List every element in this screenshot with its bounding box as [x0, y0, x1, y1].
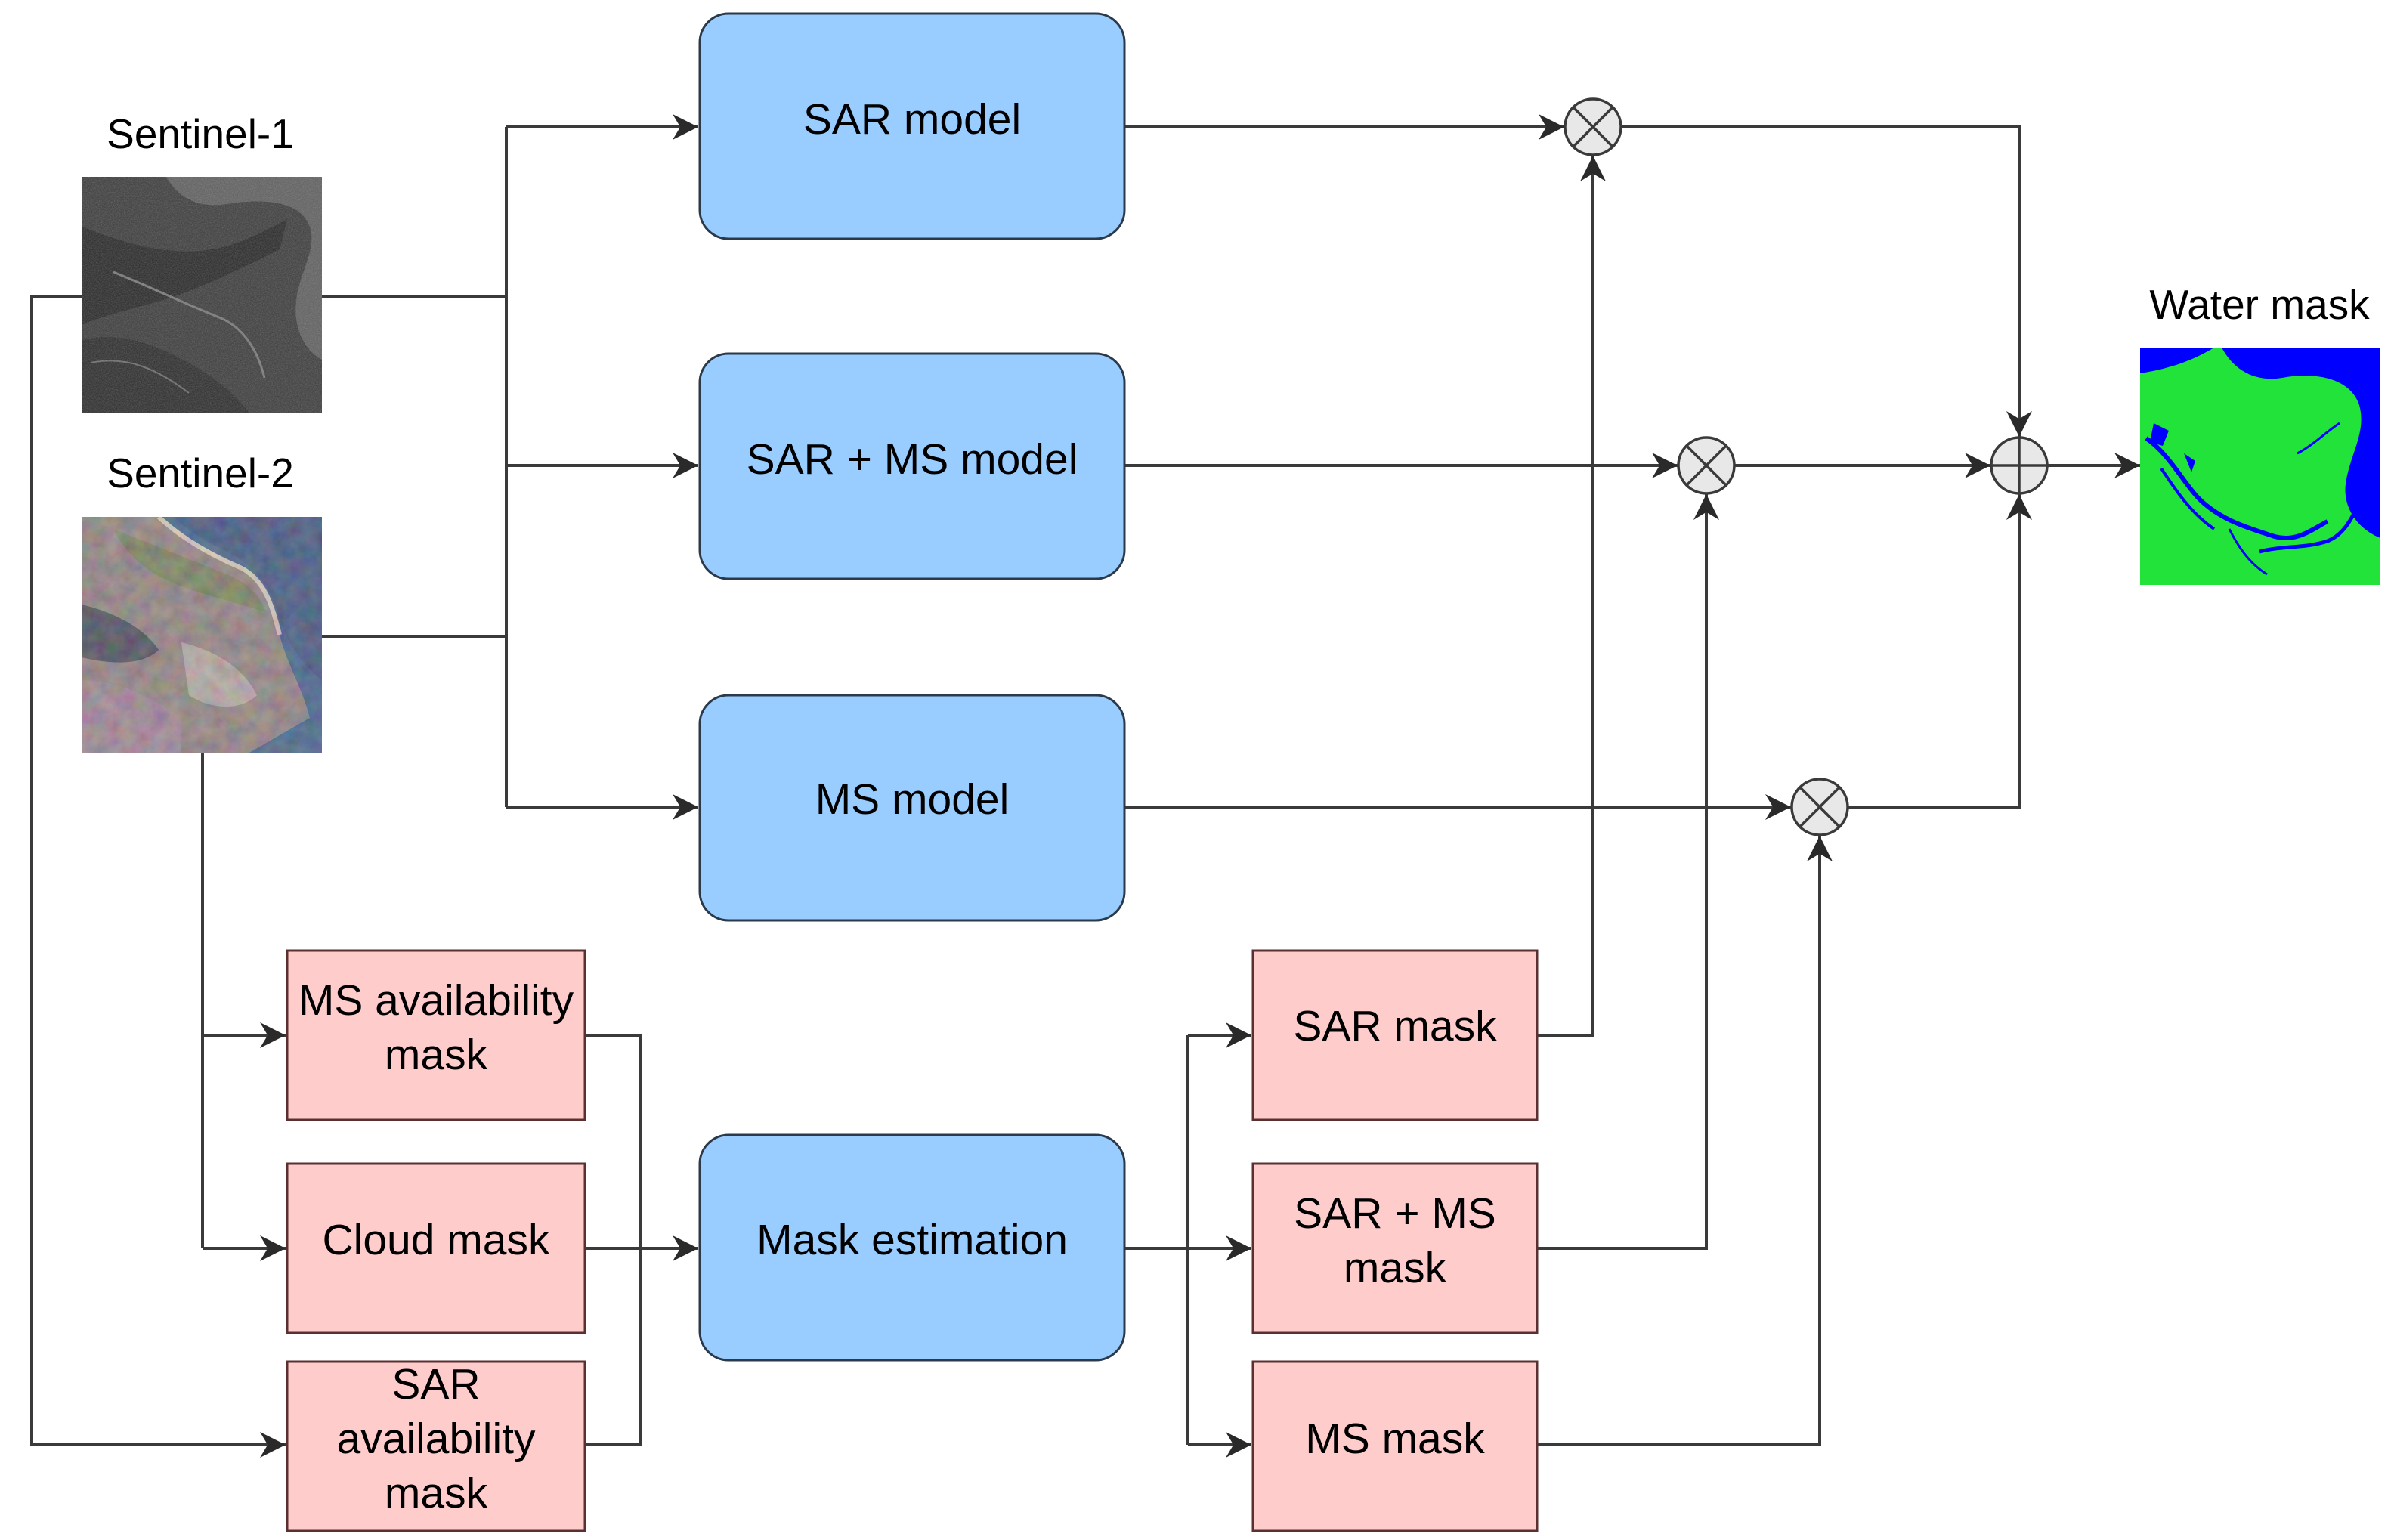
sentinel-2-group: Sentinel-2 — [82, 450, 322, 753]
sar-ms-model-block: SAR + MS model — [698, 352, 1126, 580]
sar-ms-mask-box — [1251, 1162, 1539, 1334]
cloud-mask-block: Cloud mask — [286, 1162, 586, 1334]
connector-mult1-to-sum — [1622, 125, 2032, 437]
sar-availability-mask-label-line-2: availability — [337, 1415, 536, 1463]
sar-availability-mask-label-line-1: SAR — [391, 1360, 480, 1409]
sar-availability-mask-label-line-3: mask — [385, 1469, 488, 1517]
connector-ms-availability-out — [585, 1034, 642, 1446]
water-mask-image — [2140, 348, 2380, 585]
water-mask-group: Water mask — [2140, 281, 2380, 585]
cloud-mask-label: Cloud mask — [323, 1216, 550, 1264]
connector-s1-to-sar-availability — [30, 295, 286, 1458]
multiply-operator-sar — [1564, 97, 1622, 156]
mask-estimation-block: Mask estimation — [698, 1133, 1126, 1362]
sentinel-1-image — [82, 177, 322, 413]
ms-mask-box — [1251, 1360, 1539, 1532]
ms-model-block: MS model — [698, 694, 1126, 922]
sar-ms-mask-label-line-2: mask — [1344, 1244, 1447, 1292]
ms-mask-block: MS mask — [1251, 1360, 1539, 1532]
add-operator — [1990, 436, 2049, 495]
sar-mask-box — [1251, 949, 1539, 1121]
sar-availability-mask-box — [286, 1360, 586, 1532]
sar-ms-model-box — [698, 352, 1126, 580]
sar-model-label: SAR model — [803, 95, 1021, 144]
ms-model-label: MS model — [815, 775, 1010, 824]
connectors — [30, 114, 2140, 1458]
cloud-mask-box — [286, 1162, 586, 1334]
sar-ms-mask-block: SAR + MS mask — [1251, 1162, 1539, 1334]
connector-sar-ms-mask-to-mult — [1537, 494, 1719, 1250]
sar-availability-mask-block: SAR availability mask — [286, 1360, 586, 1532]
connector-ms-mask-to-mult — [1537, 836, 1833, 1446]
sar-model-block: SAR model — [698, 12, 1126, 240]
sentinel-2-image — [82, 517, 322, 753]
sar-model-box — [698, 12, 1126, 240]
sentinel-2-title: Sentinel-2 — [107, 450, 294, 496]
sar-ms-model-label: SAR + MS model — [747, 435, 1078, 484]
ms-availability-mask-label-line-1: MS availability — [298, 976, 574, 1025]
ms-availability-mask-block: MS availability mask — [286, 949, 586, 1121]
connector-mult3-to-sum — [1848, 494, 2032, 809]
mask-estimation-label: Mask estimation — [756, 1216, 1068, 1264]
sentinel-1-title: Sentinel-1 — [107, 110, 294, 157]
multiply-operator-ms — [1790, 778, 1849, 836]
mask-estimation-box — [698, 1133, 1126, 1362]
sentinel-1-group: Sentinel-1 — [82, 110, 322, 413]
sar-ms-mask-label-line-1: SAR + MS — [1294, 1189, 1496, 1238]
multiply-operator-sar-ms — [1677, 436, 1736, 495]
ms-model-box — [698, 694, 1126, 922]
ms-availability-mask-label-line-2: mask — [385, 1031, 488, 1079]
sar-mask-block: SAR mask — [1251, 949, 1539, 1121]
ms-mask-label: MS mask — [1305, 1415, 1485, 1463]
water-mask-title: Water mask — [2149, 281, 2370, 328]
ms-availability-mask-box — [286, 949, 586, 1121]
connector-sar-mask-to-mult — [1537, 156, 1606, 1037]
sar-mask-label: SAR mask — [1293, 1002, 1497, 1050]
